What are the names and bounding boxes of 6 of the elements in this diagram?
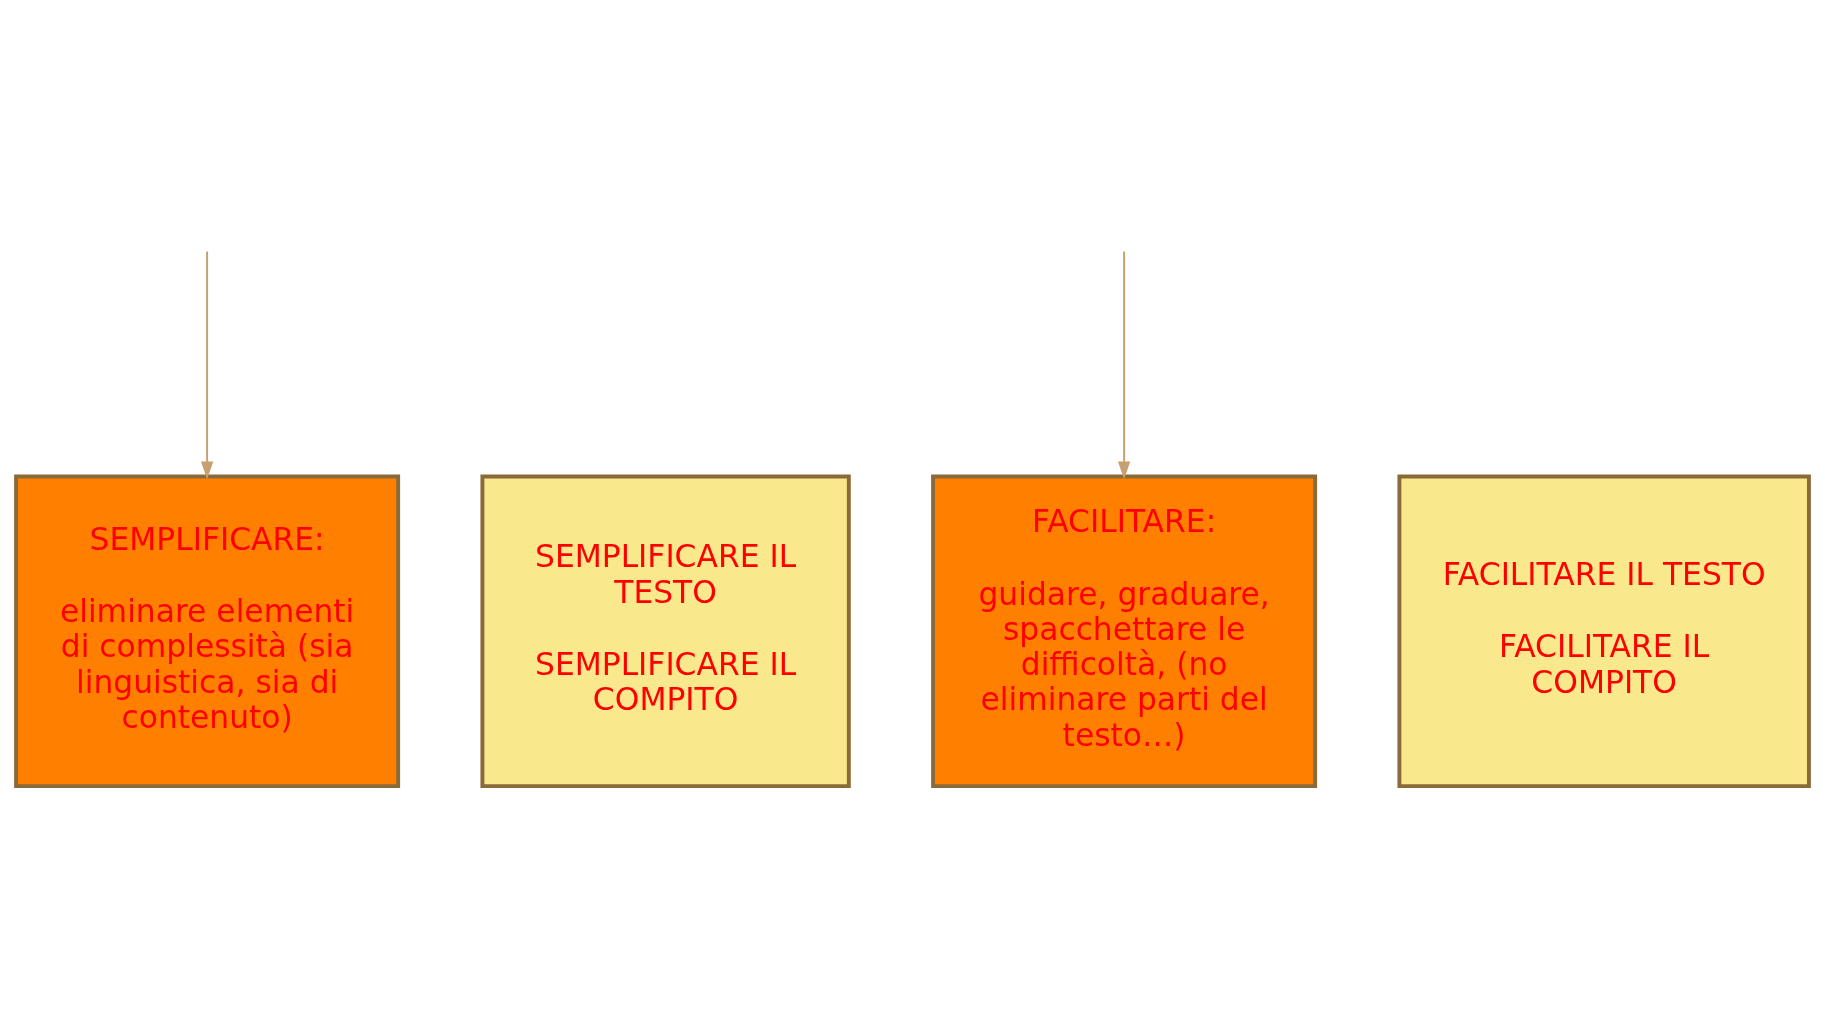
arrow xyxy=(1117,250,1131,479)
node-box: FACILITARE: guidare, graduare, spacchettare le difficoltà, (no eliminare parti del testo…) xyxy=(931,474,1318,788)
arrow xyxy=(200,250,214,479)
node-box: SEMPLIFICARE: eliminare elementi di complessità (sia linguistica, sia di contenuto) xyxy=(14,474,401,788)
node-box: SEMPLIFICARE IL TESTO SEMPLIFICARE IL COMPITO xyxy=(480,474,851,788)
node-box: FACILITARE IL TESTO FACILITARE IL COMPITO xyxy=(1397,474,1811,788)
